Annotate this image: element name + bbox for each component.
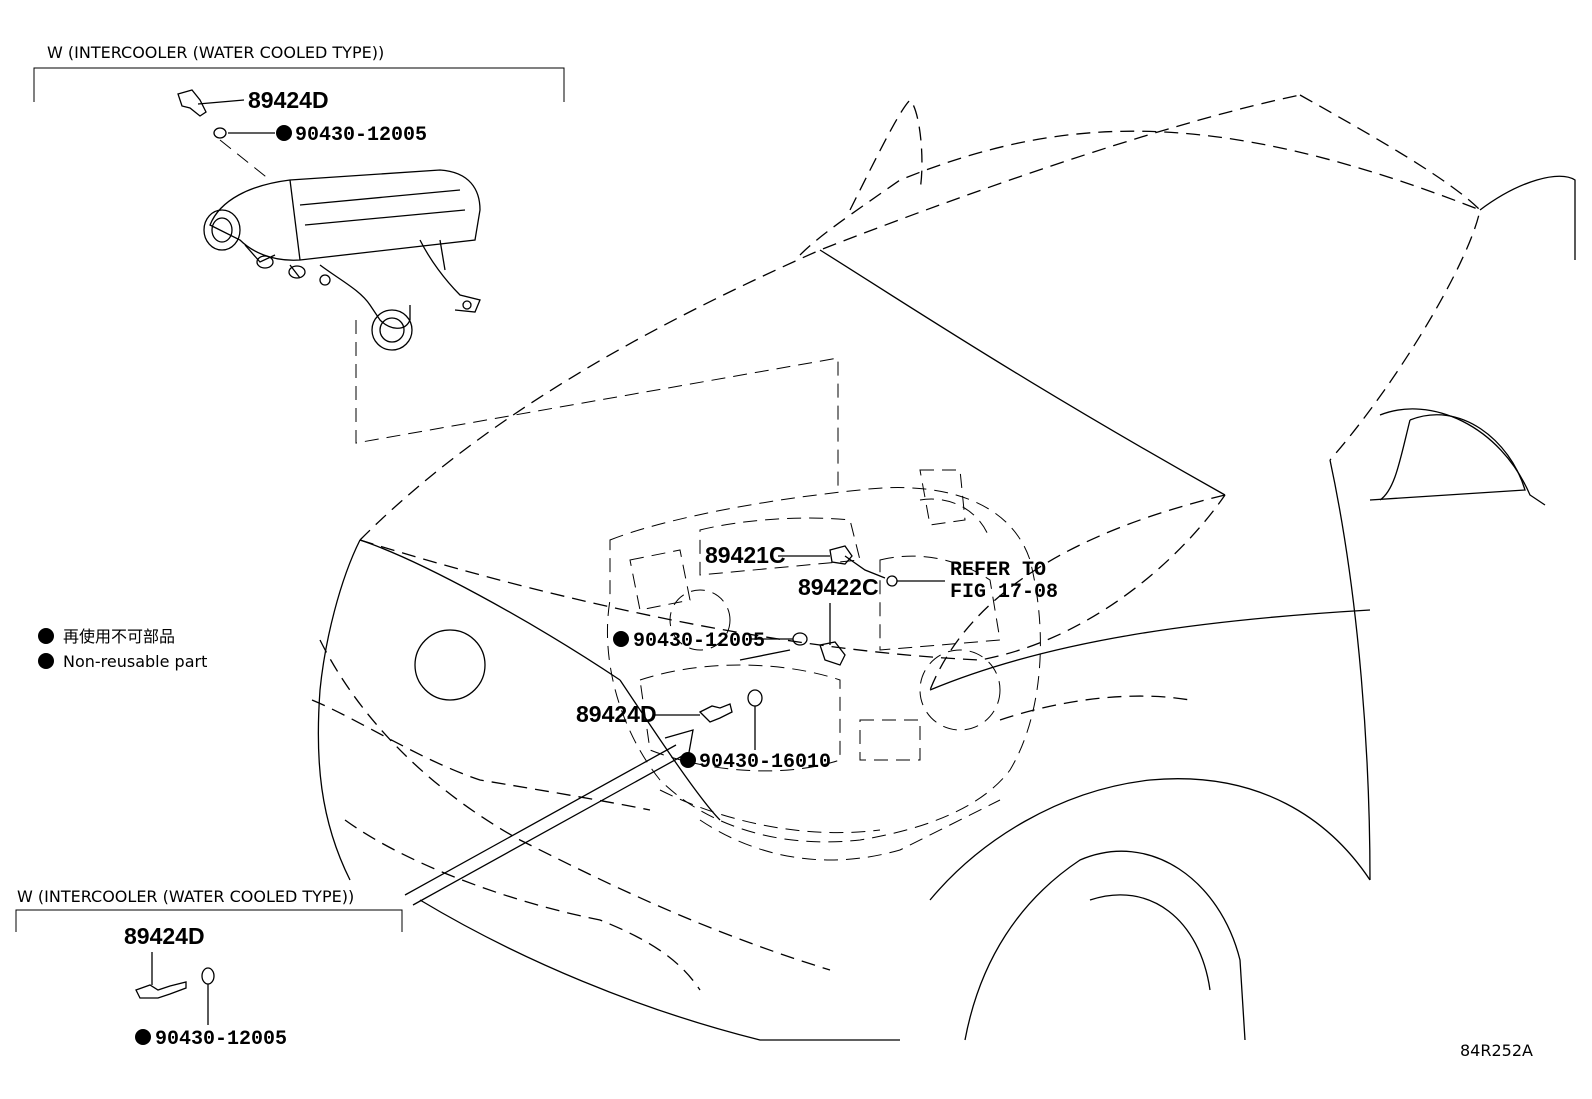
bottom-sensor-89424d: 89424D [124,923,205,999]
callout-mid-gasket: 90430-12005 [613,630,808,653]
gasket-16010-label: 90430-16010 [699,751,831,774]
bottom-condition-group: W (INTERCOOLER (WATER COOLED TYPE)) [15,887,403,932]
bottom-gasket-label: 90430-12005 [155,1028,287,1051]
legend-japanese: 再使用不可部品 [63,627,175,646]
callout-gasket-16010: 90430-16010 [680,689,831,774]
bottom-sensor-label: 89424D [124,923,205,949]
callout-mid-sensor: 89424D [576,649,791,727]
refer-line2[interactable]: FIG 17-08 [950,581,1058,604]
legend-marker-icon [38,628,54,644]
legend-english: Non-reusable part [63,652,207,671]
vehicle-outline [311,94,1576,1041]
refer-to-fig: REFER TO FIG 17-08 [950,559,1058,604]
refer-line1[interactable]: REFER TO [950,559,1046,582]
top-gasket-90430-12005: 90430-12005 [213,124,427,147]
engine-assembly [607,469,1041,861]
sensor-89421c-label: 89421C [705,542,786,568]
non-reusable-marker-icon [680,752,696,768]
mid-gasket-label: 90430-12005 [633,630,765,653]
callout-89421c: 89421C [705,542,945,587]
bottom-gasket-90430-12005: 90430-12005 [135,967,287,1051]
sensor-89422c-label: 89422C [798,574,879,600]
bottom-condition-bracket [15,909,403,932]
top-condition-group: W (INTERCOOLER (WATER COOLED TYPE)) [33,43,565,102]
top-condition-label: W (INTERCOOLER (WATER COOLED TYPE)) [47,43,384,62]
mid-sensor-label: 89424D [576,701,657,727]
non-reusable-marker-icon [613,631,629,647]
bottom-condition-label: W (INTERCOOLER (WATER COOLED TYPE)) [17,887,354,906]
callout-89422c: 89422C [798,574,879,666]
inset-arrow [404,729,694,906]
non-reusable-marker-icon [276,125,292,141]
figure-id: 84R252A [1460,1041,1533,1060]
legend-marker-icon [38,653,54,669]
non-reusable-marker-icon [135,1029,151,1045]
top-condition-bracket [33,67,565,102]
intercooler-illustration [203,169,481,351]
legend: 再使用不可部品 Non-reusable part [38,627,207,671]
top-sensor-89424d: 89424D [177,87,329,117]
top-sensor-label: 89424D [248,87,329,113]
connector-lines-top [219,139,839,490]
top-gasket-label: 90430-12005 [295,124,427,147]
